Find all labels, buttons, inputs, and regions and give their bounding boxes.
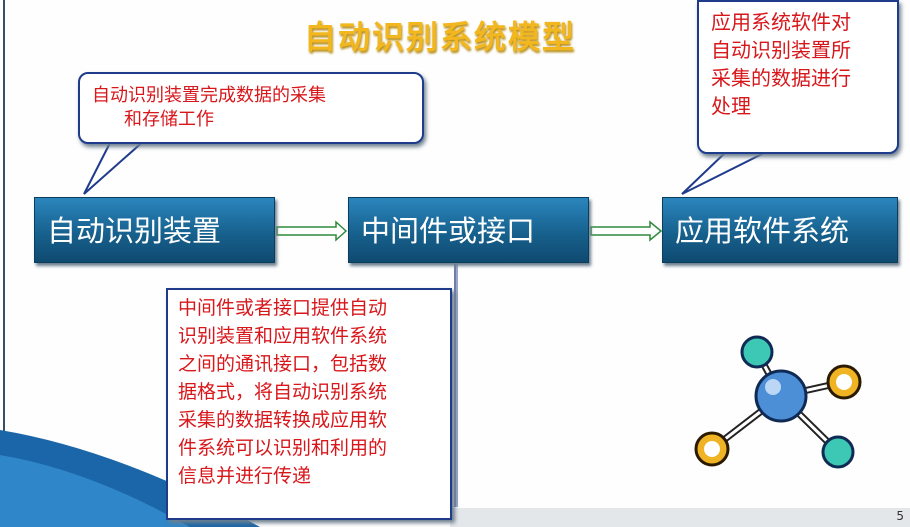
note-line-5: 采集的数据转换成应用软 [178,409,388,431]
note-line-6: 件系统可以识别和利用的 [178,437,388,459]
box-middleware: 中间件或接口 [348,197,589,263]
box-software: 应用软件系统 [662,197,898,263]
note-line-1: 中间件或者接口提供自动 [178,297,388,319]
callout-software-tail [681,149,771,195]
callout-device-tail [83,138,147,195]
note-connector-bar [454,264,458,507]
bottom-swoosh-light [0,455,190,527]
slide-title: 自动识别系统模型 [303,18,576,56]
callout-device-line1: 自动识别装置完成数据的采集 [92,85,326,106]
arrow-middleware-to-software [590,220,663,242]
callout-software-line2: 自动识别装置所 [711,38,851,62]
note-line-4: 据格式，将自动识别系统 [178,381,388,403]
molecule-icon [694,335,862,469]
arrow-device-to-middleware [276,220,348,242]
callout-device-line2: 和存储工作 [124,109,214,130]
callout-software: 应用系统软件对 自动识别装置所 采集的数据进行 处理 [697,0,899,154]
box-device: 自动识别装置 [34,197,275,263]
callout-software-line1: 应用系统软件对 [711,10,851,34]
note-line-2: 识别装置和应用软件系统 [178,325,388,347]
bottom-bar [450,508,910,527]
note-line-3: 之间的通讯接口，包括数 [178,353,388,375]
note-middleware: 中间件或者接口提供自动 识别装置和应用软件系统 之间的通讯接口，包括数 据格式，… [166,288,452,520]
callout-device: 自动识别装置完成数据的采集 和存储工作 [78,72,424,144]
note-line-7: 信息并进行传递 [178,465,312,487]
callout-software-line4: 处理 [711,94,751,118]
page-number: 5 [896,509,904,523]
callout-software-line3: 采集的数据进行 [711,66,851,90]
